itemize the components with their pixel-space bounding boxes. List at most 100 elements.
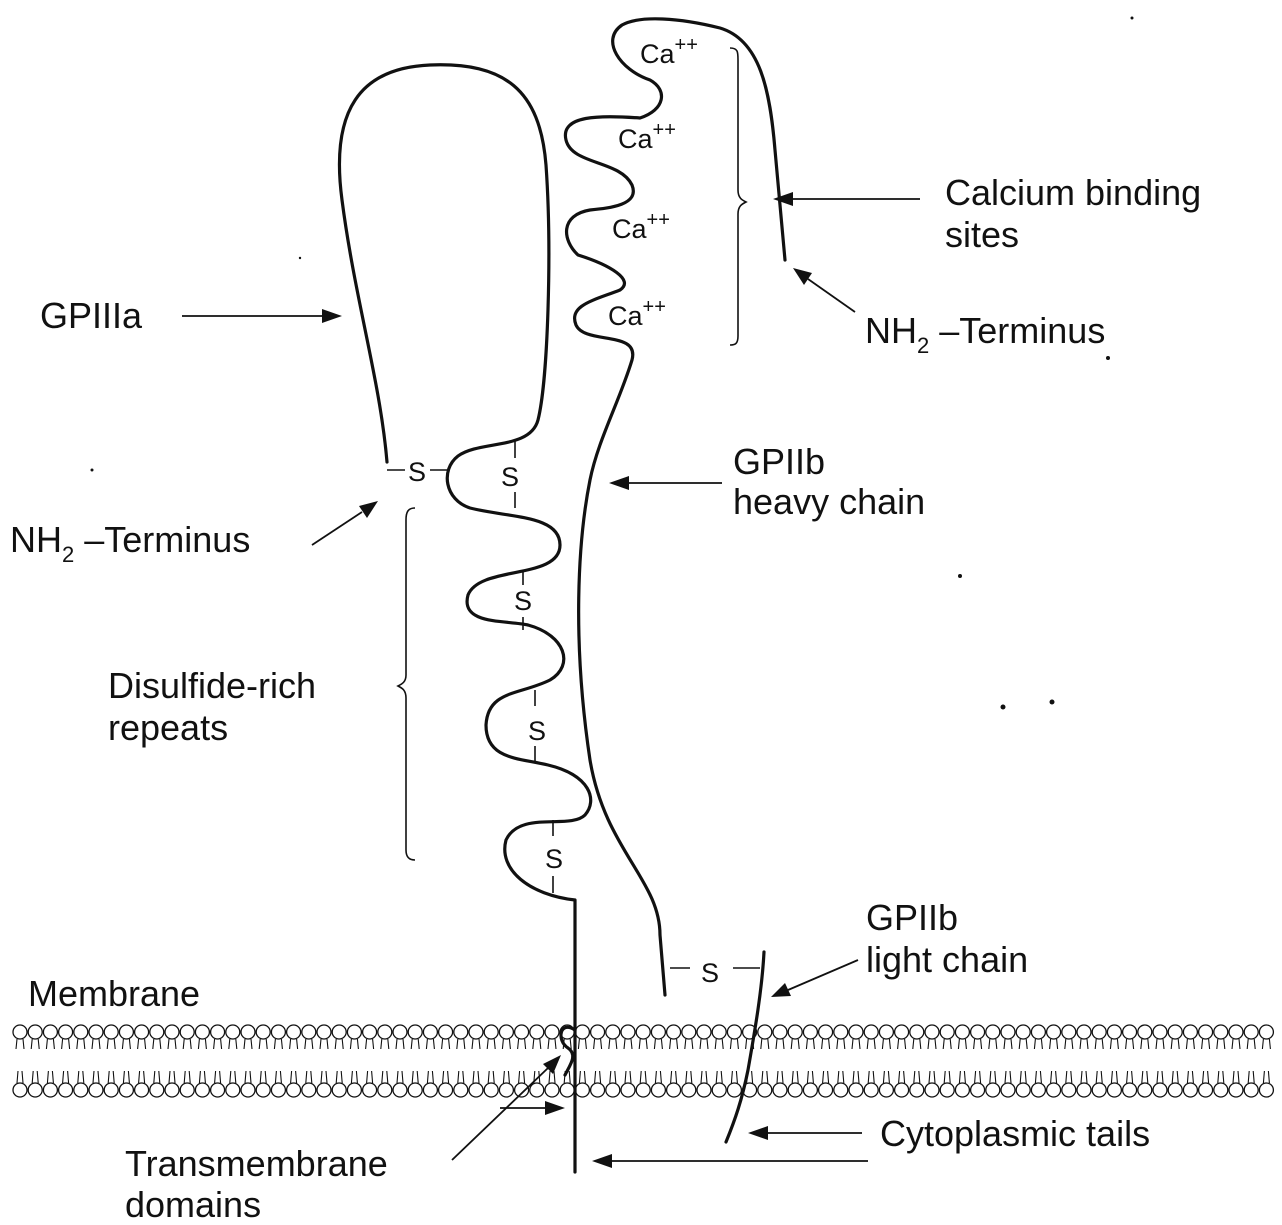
lipid-head bbox=[393, 1083, 407, 1097]
lipid-tail bbox=[867, 1039, 875, 1049]
lipid-tail bbox=[823, 1071, 829, 1083]
lipid-head bbox=[484, 1083, 498, 1097]
lipid-head bbox=[74, 1025, 88, 1039]
lipid-tail bbox=[78, 1071, 84, 1083]
lipid-head bbox=[940, 1025, 954, 1039]
lipid-tail bbox=[32, 1071, 38, 1083]
lipid-tail bbox=[154, 1071, 160, 1083]
lipid-head bbox=[834, 1025, 848, 1039]
lipid-tail bbox=[518, 1039, 526, 1049]
lipid-tail bbox=[502, 1039, 510, 1049]
lipid-tail bbox=[1051, 1071, 1057, 1083]
lipid-head bbox=[454, 1025, 468, 1039]
lipid-tail bbox=[944, 1071, 950, 1083]
lipid-tail bbox=[275, 1071, 281, 1083]
lipid-head bbox=[1016, 1025, 1030, 1039]
lipid-head bbox=[575, 1025, 589, 1039]
lipid-head bbox=[606, 1083, 620, 1097]
lipid-tail bbox=[579, 1071, 585, 1083]
lipid-tail bbox=[685, 1039, 693, 1049]
lipid-tail bbox=[260, 1071, 266, 1083]
lipid-tail bbox=[959, 1071, 965, 1083]
lipid-head bbox=[712, 1025, 726, 1039]
lipid-head bbox=[378, 1083, 392, 1097]
lipid-head bbox=[1062, 1025, 1076, 1039]
lipid-tail bbox=[701, 1071, 707, 1083]
lipid-tail bbox=[215, 1071, 221, 1083]
lipid-tail bbox=[609, 1039, 617, 1049]
lipid-head bbox=[423, 1025, 437, 1039]
lipid-head bbox=[1077, 1083, 1091, 1097]
lipid-head bbox=[1138, 1025, 1152, 1039]
lipid-head bbox=[1123, 1083, 1137, 1097]
lipid-head bbox=[575, 1083, 589, 1097]
lipid-head bbox=[667, 1083, 681, 1097]
lipid-tail bbox=[214, 1039, 222, 1049]
lipid-head bbox=[317, 1083, 331, 1097]
lipid-tail bbox=[700, 1039, 708, 1049]
lipid-head bbox=[1229, 1083, 1243, 1097]
lipid-tail bbox=[1233, 1071, 1239, 1083]
lipid-head bbox=[697, 1083, 711, 1097]
lipid-tail bbox=[882, 1039, 890, 1049]
lipid-head bbox=[530, 1083, 544, 1097]
lipid-head bbox=[712, 1083, 726, 1097]
lipid-tail bbox=[184, 1071, 190, 1083]
lipid-head bbox=[697, 1025, 711, 1039]
lipid-tail bbox=[291, 1071, 297, 1083]
lipid-tail bbox=[198, 1039, 206, 1049]
lipid-head bbox=[773, 1025, 787, 1039]
lipid-head bbox=[1168, 1025, 1182, 1039]
lipid-tail bbox=[1035, 1071, 1041, 1083]
lipid-tail bbox=[533, 1039, 541, 1049]
lipid-head bbox=[241, 1083, 255, 1097]
lipid-head bbox=[986, 1083, 1000, 1097]
lipid-head bbox=[59, 1083, 73, 1097]
lipid-head bbox=[849, 1025, 863, 1039]
lipid-head bbox=[1107, 1083, 1121, 1097]
lipid-tail bbox=[1157, 1071, 1163, 1083]
lipid-head bbox=[1153, 1025, 1167, 1039]
lipid-tail bbox=[975, 1071, 981, 1083]
lipid-head bbox=[43, 1025, 57, 1039]
lipid-head bbox=[378, 1025, 392, 1039]
lipid-tail bbox=[655, 1071, 661, 1083]
lipid-tail bbox=[913, 1039, 921, 1049]
lipid-tail bbox=[640, 1071, 646, 1083]
lipid-tail bbox=[367, 1071, 373, 1083]
lipid-tail bbox=[761, 1039, 769, 1049]
lipid-head bbox=[895, 1025, 909, 1039]
lipid-tail bbox=[457, 1039, 465, 1049]
lipid-head bbox=[788, 1025, 802, 1039]
lipid-head bbox=[469, 1083, 483, 1097]
calcium-label: Ca++ bbox=[618, 119, 676, 154]
lipid-head bbox=[332, 1025, 346, 1039]
calcium-label: Ca++ bbox=[640, 34, 698, 69]
lipid-head bbox=[226, 1025, 240, 1039]
calcium-label: Ca++ bbox=[612, 209, 670, 244]
lipid-tail bbox=[716, 1071, 722, 1083]
gpiiia-label: GPIIIa bbox=[40, 295, 143, 336]
lipid-tail bbox=[336, 1071, 342, 1083]
lipid-head bbox=[910, 1025, 924, 1039]
lipid-head bbox=[621, 1025, 635, 1039]
lipid-tail bbox=[320, 1039, 328, 1049]
gpiib-heavy-label-line1: GPIIb bbox=[733, 441, 825, 482]
lipid-head bbox=[74, 1083, 88, 1097]
lipid-head bbox=[484, 1025, 498, 1039]
lipid-tail bbox=[898, 1039, 906, 1049]
lipid-tail bbox=[47, 1071, 53, 1083]
lipid-tail bbox=[731, 1071, 737, 1083]
lipid-head bbox=[499, 1025, 513, 1039]
lipid-head bbox=[1244, 1025, 1258, 1039]
lipid-tail bbox=[412, 1071, 418, 1083]
lipid-head bbox=[1047, 1025, 1061, 1039]
lipid-head bbox=[195, 1025, 209, 1039]
lipid-head bbox=[819, 1083, 833, 1097]
lipid-tail bbox=[244, 1039, 252, 1049]
lipid-tail bbox=[822, 1039, 830, 1049]
lipid-tail bbox=[108, 1071, 114, 1083]
lipid-tail bbox=[472, 1039, 480, 1049]
lipid-tail bbox=[990, 1071, 996, 1083]
